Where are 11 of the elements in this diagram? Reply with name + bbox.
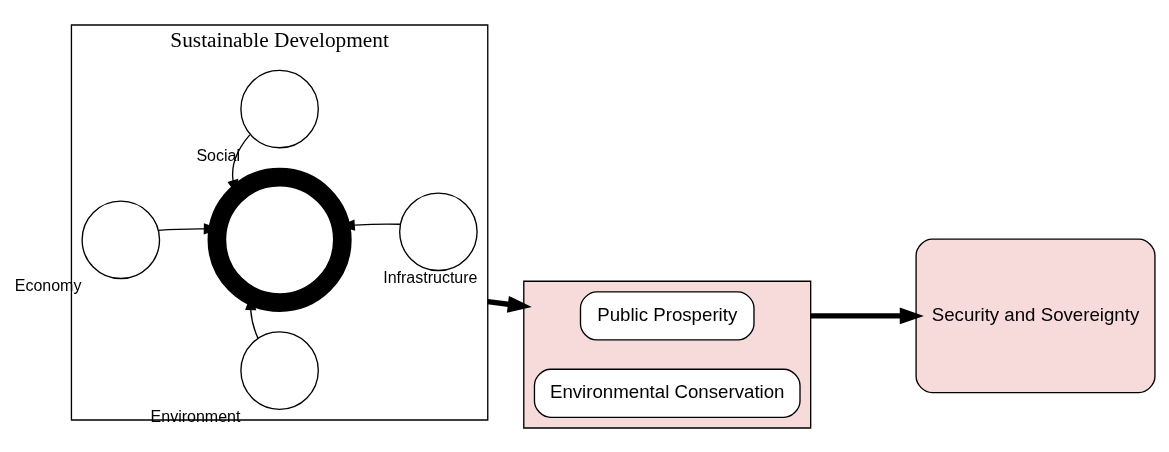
node-box: Public Prosperity [579,290,755,341]
node-circle [240,330,319,410]
arrow [810,306,924,324]
cluster [523,280,812,429]
arrow [487,295,532,313]
node-box: Environmental Conservation [533,368,801,418]
node-circle [240,69,319,148]
node-circle [399,191,478,271]
node-box: Security and Sovereignty [915,238,1156,393]
node-circle [81,200,161,279]
node-label: Infrastructure [383,268,478,286]
